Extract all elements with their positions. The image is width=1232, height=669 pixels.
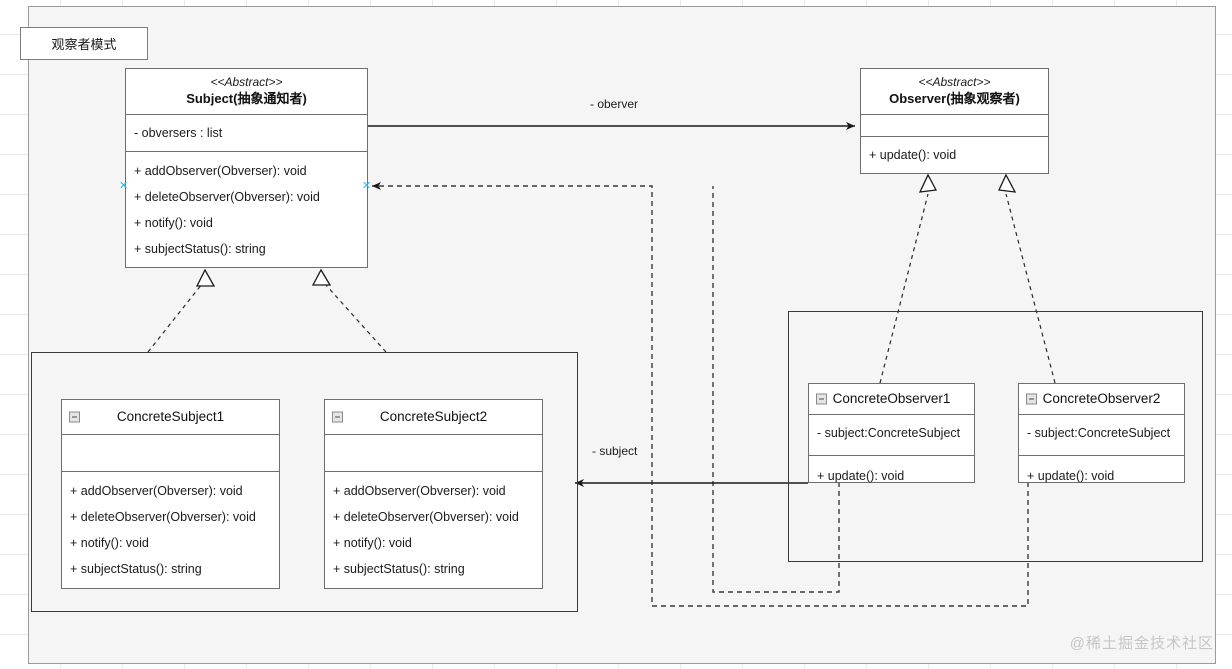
cs2-method-row: + addObserver(Obverser): void [333, 484, 506, 498]
subject-method-row: + notify(): void [134, 216, 213, 230]
subject-method-row: + subjectStatus(): string [134, 242, 266, 256]
subject-method-row: + addObserver(Obverser): void [134, 164, 307, 178]
diagram-title-box[interactable]: 观察者模式 [20, 27, 148, 60]
observer-attributes [861, 115, 1048, 136]
class-box-concrete-observer-1[interactable]: ConcreteObserver1 - subject:ConcreteSubj… [808, 383, 975, 483]
subject-method-row: + deleteObserver(Obverser): void [134, 190, 320, 204]
co2-attribute-row: - subject:ConcreteSubject [1027, 426, 1171, 440]
connection-handle-subject-left[interactable]: ✕ [119, 180, 129, 192]
class-box-concrete-subject-2[interactable]: ConcreteSubject2 + addObserver(Obverser)… [324, 399, 543, 589]
cs1-method-row: + subjectStatus(): string [70, 562, 202, 576]
cs2-method-row: + deleteObserver(Obverser): void [333, 510, 519, 524]
cs2-divider-2 [325, 471, 542, 472]
cs1-method-row: + deleteObserver(Obverser): void [70, 510, 256, 524]
edge-label-oberver: - oberver [590, 97, 639, 111]
cs2-method-row: + subjectStatus(): string [333, 562, 465, 576]
cs1-divider-1 [62, 434, 279, 435]
class-box-concrete-observer-2[interactable]: ConcreteObserver2 - subject:ConcreteSubj… [1018, 383, 1185, 483]
observer-header: <<Abstract>> Observer(抽象观察者) [861, 69, 1048, 114]
cs2-methods: + addObserver(Obverser): void + deleteOb… [325, 472, 542, 588]
cs1-header: ConcreteSubject1 [62, 400, 279, 434]
co1-method-row: + update(): void [817, 469, 905, 483]
collapse-icon[interactable] [816, 393, 827, 405]
collapse-icon[interactable] [332, 411, 343, 423]
cs1-divider-2 [62, 471, 279, 472]
cs2-class-name: ConcreteSubject2 [379, 409, 488, 424]
class-box-observer[interactable]: <<Abstract>> Observer(抽象观察者) + update():… [860, 68, 1049, 174]
co1-header: ConcreteObserver1 [809, 384, 974, 414]
subject-divider-1 [126, 114, 367, 115]
cs1-attributes [62, 435, 279, 471]
cs2-attributes [325, 435, 542, 471]
subject-stereotype: <<Abstract>> [210, 75, 283, 89]
class-box-concrete-subject-1[interactable]: ConcreteSubject1 + addObserver(Obverser)… [61, 399, 280, 589]
co2-header: ConcreteObserver2 [1019, 384, 1184, 414]
cs2-header: ConcreteSubject2 [325, 400, 542, 434]
observer-class-name: Observer(抽象观察者) [889, 91, 1020, 106]
connection-handle-subject-right[interactable]: ✕ [362, 180, 372, 192]
subject-divider-2 [126, 151, 367, 152]
cs1-method-row: + addObserver(Obverser): void [70, 484, 243, 498]
watermark: @稀土掘金技术社区 [1069, 635, 1214, 652]
cs1-class-name: ConcreteSubject1 [116, 409, 225, 424]
cs2-divider-1 [325, 434, 542, 435]
subject-methods: + addObserver(Obverser): void + deleteOb… [126, 152, 367, 268]
cs1-method-row: + notify(): void [70, 536, 149, 550]
diagram-title-label: 观察者模式 [51, 37, 117, 52]
co1-divider-1 [809, 414, 974, 415]
observer-divider-2 [861, 136, 1048, 137]
subject-attribute-row: - obversers : list [134, 126, 223, 140]
subject-attributes: - obversers : list [126, 115, 367, 151]
co1-methods: + update(): void [809, 456, 974, 494]
observer-stereotype: <<Abstract>> [918, 75, 991, 89]
subject-header: <<Abstract>> Subject(抽象通知者) [126, 69, 367, 114]
observer-divider-1 [861, 114, 1048, 115]
collapse-icon[interactable] [69, 411, 80, 423]
collapse-icon[interactable] [1026, 393, 1037, 405]
cs2-method-row: + notify(): void [333, 536, 412, 550]
cs1-methods: + addObserver(Obverser): void + deleteOb… [62, 472, 279, 588]
group-concrete-observers[interactable] [788, 311, 1203, 562]
co2-divider-2 [1019, 455, 1184, 456]
co2-class-name: ConcreteObserver2 [1042, 391, 1161, 406]
class-box-subject[interactable]: <<Abstract>> Subject(抽象通知者) - obversers … [125, 68, 368, 268]
co2-attributes: - subject:ConcreteSubject [1019, 415, 1184, 455]
co1-attributes: - subject:ConcreteSubject [809, 415, 974, 455]
co1-class-name: ConcreteObserver1 [832, 391, 951, 406]
co2-method-row: + update(): void [1027, 469, 1115, 483]
observer-method-row: + update(): void [869, 148, 957, 162]
observer-methods: + update(): void [861, 137, 1048, 173]
subject-class-name: Subject(抽象通知者) [186, 91, 307, 106]
co1-attribute-row: - subject:ConcreteSubject [817, 426, 961, 440]
group-concrete-subjects[interactable] [31, 352, 578, 612]
edge-label-subject: - subject [592, 444, 638, 458]
co1-divider-2 [809, 455, 974, 456]
co2-divider-1 [1019, 414, 1184, 415]
co2-methods: + update(): void [1019, 456, 1184, 494]
